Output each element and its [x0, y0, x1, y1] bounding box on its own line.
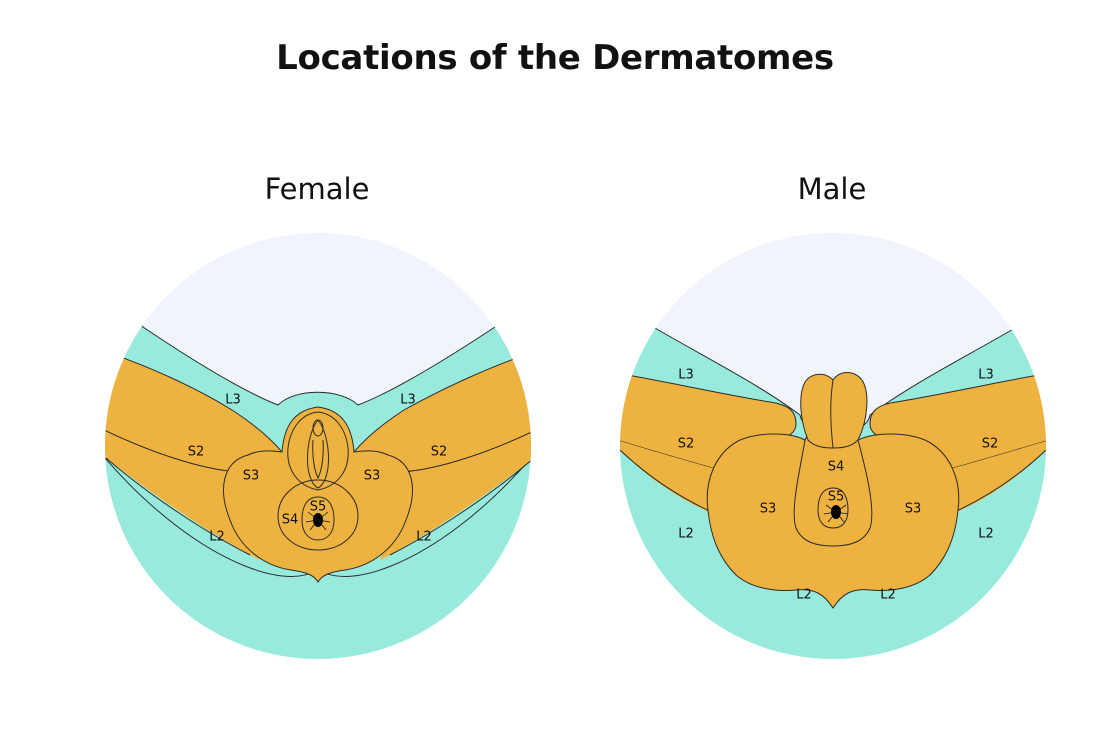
- female-diagram: L3 L3 S2 S2 S3 S3 S4 S5 L2 L2: [105, 233, 531, 659]
- male-label-s3-right: S3: [905, 502, 922, 517]
- female-s2-right-lower: [380, 428, 531, 560]
- male-label-l3-right: L3: [978, 368, 994, 383]
- male-label-l2-left: L2: [678, 527, 694, 542]
- male-label-s3-left: S3: [760, 502, 777, 517]
- female-label-l2-left: L2: [209, 530, 225, 545]
- male-label-s2-right: S2: [982, 437, 999, 452]
- female-label-s4: S4: [282, 513, 299, 528]
- female-label-s2-right: S2: [431, 445, 448, 460]
- page-title: Locations of the Dermatomes: [276, 38, 834, 78]
- male-label-l3-left: L3: [678, 368, 694, 383]
- male-label-s5: S5: [828, 490, 845, 505]
- female-label-s5: S5: [310, 500, 327, 515]
- male-heading: Male: [797, 172, 867, 206]
- female-label-l3-left: L3: [225, 393, 241, 408]
- male-label-l2-right: L2: [978, 527, 994, 542]
- male-scrotum-lobes: [800, 372, 868, 449]
- female-vulva-outline: [287, 411, 349, 491]
- female-s3-region: [223, 406, 413, 584]
- male-s5-ring: [817, 487, 849, 529]
- female-label-s3-right: S3: [364, 469, 381, 484]
- female-heading: Female: [264, 172, 370, 206]
- female-s4-ring: [277, 479, 359, 551]
- male-s4-teardrop: [793, 439, 873, 547]
- female-s2-left-lower: [105, 428, 260, 560]
- male-label-l2-bottom-left: L2: [796, 588, 812, 603]
- female-label-l2-right: L2: [416, 530, 432, 545]
- female-s5-ring: [301, 496, 335, 541]
- male-label-s2-left: S2: [678, 437, 695, 452]
- female-label-l3-right: L3: [400, 393, 416, 408]
- male-label-s4: S4: [828, 460, 845, 475]
- male-diagram: L3 L3 S2 S2 S3 S3 S4 S5 L2 L2 L2 L2: [620, 233, 1046, 659]
- female-label-s2-left: S2: [188, 445, 205, 460]
- male-label-l2-bottom-right: L2: [880, 588, 896, 603]
- female-label-s3-left: S3: [243, 469, 260, 484]
